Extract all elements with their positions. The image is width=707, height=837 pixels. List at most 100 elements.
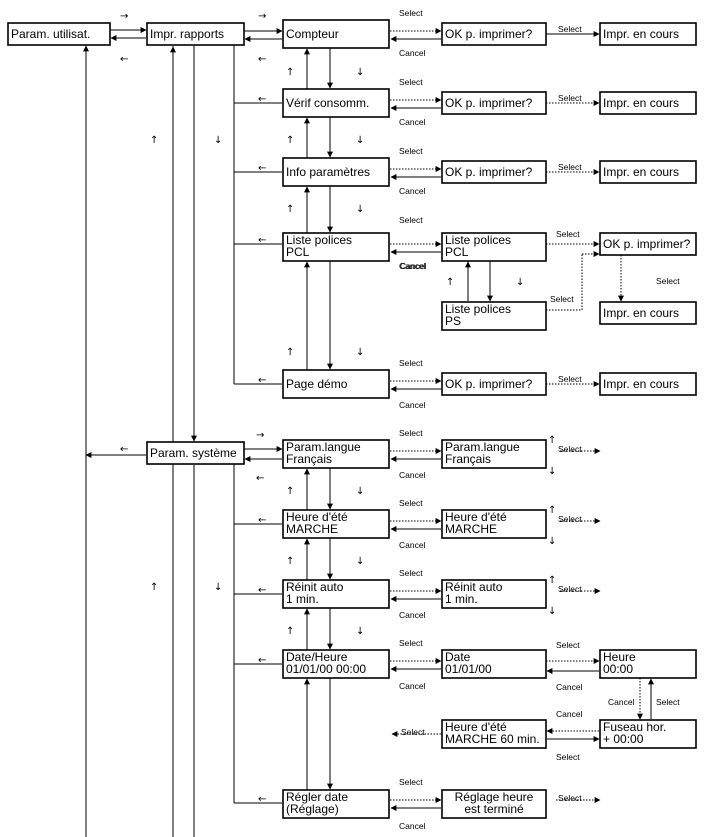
cancel-label: Cancel	[399, 117, 426, 127]
box-verif: Vérif consomm.	[282, 88, 390, 118]
left-arrow: ←	[256, 473, 264, 484]
down-arrow: ↓	[548, 606, 556, 617]
select-label: Select	[656, 697, 680, 707]
box-text: Liste polices	[445, 302, 511, 316]
select-label: Select	[558, 444, 582, 454]
up-arrow: ↑	[150, 135, 158, 146]
up-arrow: ↑	[150, 582, 158, 593]
cancel-label: Cancel	[399, 540, 426, 550]
left-arrow: ←	[258, 54, 266, 65]
up-arrow: ↑	[286, 204, 294, 215]
box-frame	[599, 160, 697, 184]
box-text: 1 min.	[445, 592, 478, 606]
down-arrow: ↓	[516, 277, 524, 288]
cancel-label: Cancel	[556, 709, 583, 719]
down-arrow: ↓	[548, 536, 556, 547]
box-ok-info: OK p. imprimer?	[441, 160, 547, 184]
box-text: + 00:00	[603, 732, 644, 746]
select-label: Select	[556, 640, 580, 650]
box-text: Date/Heure	[286, 650, 348, 664]
select-label: Select	[558, 374, 582, 384]
box-text: est terminé	[464, 802, 524, 816]
down-arrow: ↓	[214, 582, 222, 593]
box-frame	[146, 22, 245, 46]
up-arrow: ↑	[286, 486, 294, 497]
box-frame	[599, 301, 697, 325]
left-arrow: ←	[120, 444, 128, 455]
left-arrow: ←	[120, 54, 128, 65]
box-frame	[599, 372, 697, 396]
box-text: Param.langue	[445, 440, 520, 454]
box-frame	[282, 509, 390, 539]
select-label: Select	[558, 162, 582, 172]
box-ok-verif: OK p. imprimer?	[441, 91, 547, 115]
box-text: PS	[445, 314, 461, 328]
box-text: Date	[445, 650, 471, 664]
cancel-label: Cancel	[399, 261, 426, 271]
box-text: Impr. en cours	[603, 165, 679, 179]
box-text: OK p. imprimer?	[445, 377, 533, 391]
select-label: Select	[558, 514, 582, 524]
select-label: Select	[656, 276, 680, 286]
select-label: Select	[399, 498, 423, 508]
box-text: Heure d'été	[286, 510, 348, 524]
box-frame	[282, 157, 390, 187]
box-param-systeme: Param. système	[146, 441, 245, 465]
left-arrow: ←	[258, 794, 266, 805]
up-arrow: ↑	[286, 556, 294, 567]
select-label: Select	[401, 727, 425, 737]
box-text: Param. utilisat.	[11, 27, 90, 41]
box-text: Vérif consomm.	[286, 96, 369, 110]
select-label: Select	[399, 8, 423, 18]
left-arrow: ←	[258, 235, 266, 246]
box-impr-verif: Impr. en cours	[599, 91, 697, 115]
box-frame	[441, 509, 547, 539]
box-text: Compteur	[286, 27, 339, 41]
box-text: Impr. en cours	[603, 27, 679, 41]
box-ok-compteur: OK p. imprimer?	[441, 22, 547, 46]
box-frame	[282, 789, 390, 819]
left-arrow: ←	[258, 163, 266, 174]
box-page-demo: Page démo	[282, 369, 390, 399]
box-text: Liste polices	[445, 233, 511, 247]
up-arrow: ↑	[548, 575, 556, 586]
select-label: Select	[399, 215, 423, 225]
down-arrow: ↓	[356, 626, 364, 637]
cancel-label: Cancel	[399, 186, 426, 196]
select-label: Select	[399, 568, 423, 578]
select-label: Select	[556, 229, 580, 239]
box-frame	[441, 439, 547, 469]
box-impr-compteur: Impr. en cours	[599, 22, 697, 46]
box-text: Impr. en cours	[603, 377, 679, 391]
select-label: Select	[558, 24, 582, 34]
box-text: Fuseau hor.	[603, 720, 666, 734]
select-label: Select	[558, 793, 582, 803]
box-text: Heure	[603, 650, 636, 664]
box-text: Param. système	[150, 446, 237, 460]
box-text: Page démo	[286, 377, 348, 391]
select-label: Select	[558, 584, 582, 594]
box-text: Réinit auto	[286, 580, 344, 594]
select-label: Select	[550, 294, 574, 304]
box-text: 1 min.	[286, 592, 319, 606]
box-frame	[146, 441, 245, 465]
box-text: OK p. imprimer?	[445, 27, 533, 41]
box-frame	[599, 22, 697, 46]
up-arrow: ↑	[548, 435, 556, 446]
box-text: OK p. imprimer?	[603, 237, 691, 251]
box-text: PCL	[445, 245, 469, 259]
up-arrow: ↑	[446, 277, 454, 288]
cancel-label: Cancel	[399, 470, 426, 480]
box-text: Heure d'été	[445, 720, 507, 734]
